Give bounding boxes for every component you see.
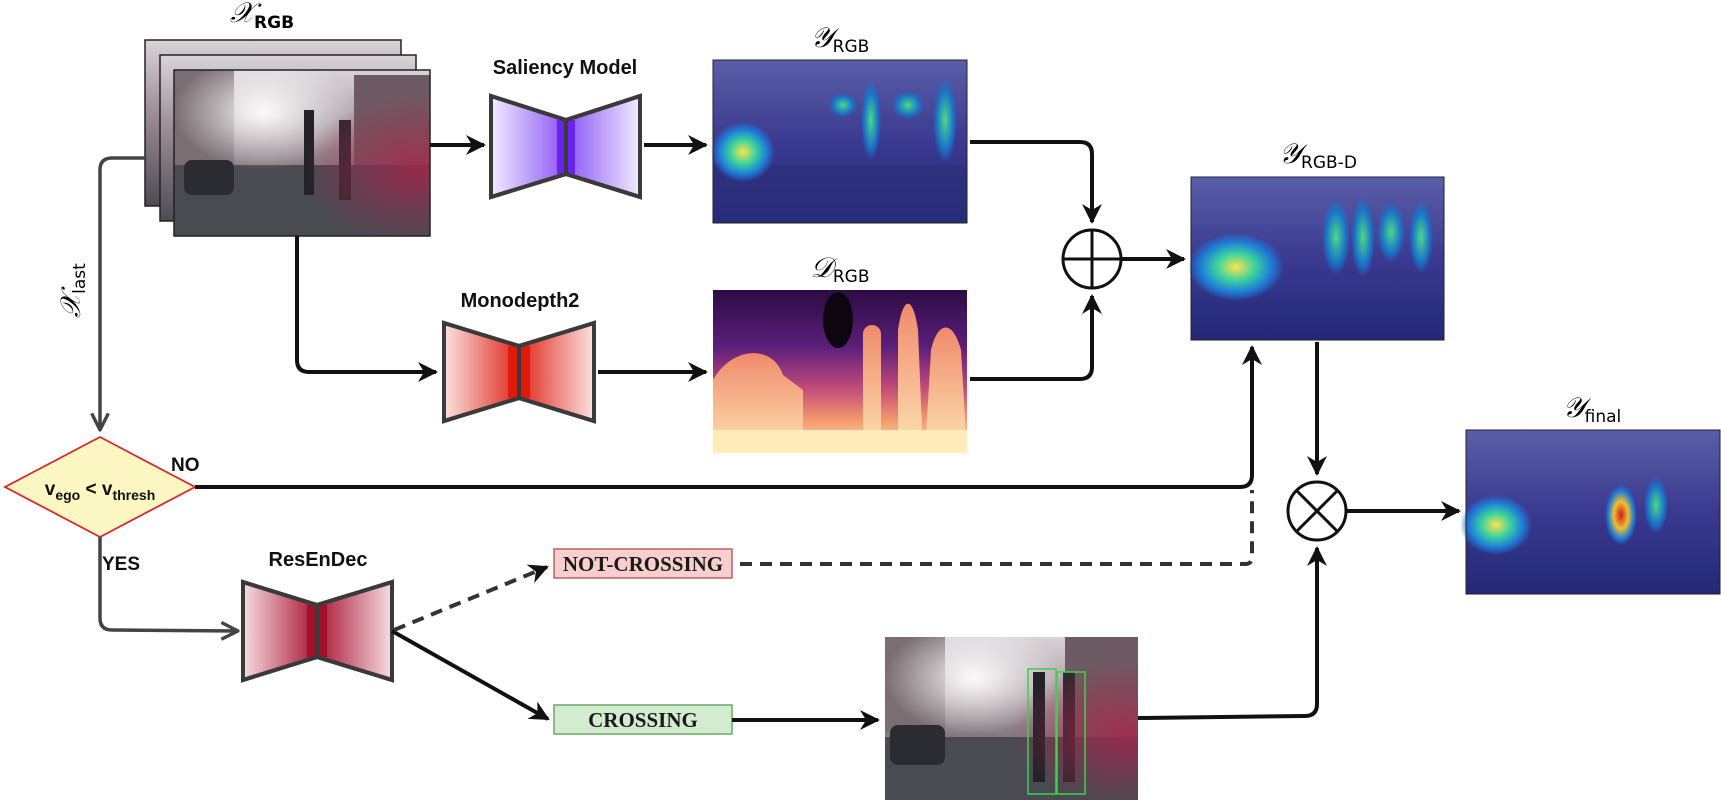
resendec-label: ResEnDec [269,549,368,571]
connectors [195,135,1461,730]
crossing-detection-image [885,637,1138,800]
dashed-connectors [393,490,1254,632]
y-rgb-label: 𝒴RGB [811,21,870,57]
y-final-image [1460,429,1721,595]
y-rgbd-label: 𝒴RGB-D [1279,137,1357,173]
pedestrian-box-1 [1027,668,1057,795]
d-rgb-label: 𝒟RGB [810,251,869,287]
input-frames-stack [144,39,431,237]
add-operator-icon [1061,228,1123,290]
not-crossing-box: NOT-CROSSING [553,548,733,579]
arrow-xlast-to-decision [100,156,145,430]
line-not-crossing-to-merge [740,490,1254,566]
y-rgbd-image [1188,176,1445,341]
monodepth2-block [442,320,596,424]
yes-branch-label: YES [102,554,140,575]
x-last-label: 𝒳last [54,263,90,318]
svg-text:CROSSING: CROSSING [588,708,698,732]
arrow-image-to-multiply [1137,546,1327,720]
monodepth2-label: Monodepth2 [461,290,580,312]
arrow-resendec-to-crossing [391,629,550,721]
arrow-no-to-yrgbd [195,345,1262,489]
gray-connectors [98,156,238,631]
arrow-yes-to-resendec [98,537,238,631]
y-rgb-image [711,59,968,224]
x-rgb-label: 𝒳RGB [230,0,294,33]
crossing-box: CROSSING [553,704,733,735]
arrow-resendec-to-not-crossing [393,564,549,632]
input-frame-front [173,69,431,237]
arrow-input-to-monodepth [295,236,438,382]
pedestrian-box-2 [1056,671,1086,795]
y-final-label: 𝒴final [1563,391,1622,427]
decision-condition: vego < vthresh [45,479,156,503]
saliency-model-label: Saliency Model [493,57,638,79]
resendec-block [241,579,394,683]
svg-text:NOT-CROSSING: NOT-CROSSING [563,552,723,576]
d-rgb-depth-image [713,290,967,453]
saliency-model-block [489,93,642,200]
arrow-drgb-to-add [970,294,1102,381]
arrow-yrgb-to-add [970,140,1102,224]
no-branch-label: NO [171,455,200,476]
multiply-operator-icon [1286,480,1348,542]
